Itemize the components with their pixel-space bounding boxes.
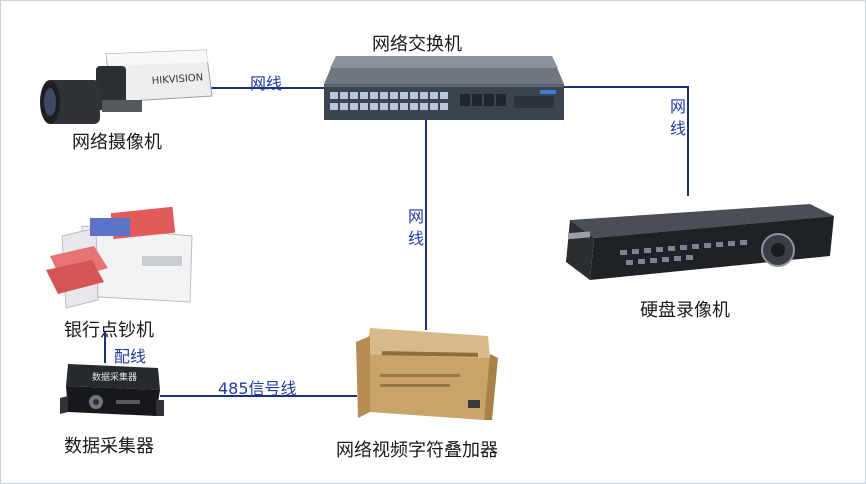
- dvr-label: 硬盘录像机: [640, 300, 730, 321]
- data-collector-image: 数据采集器: [60, 364, 164, 416]
- camera-label: 网络摄像机: [72, 132, 162, 153]
- camera-switch-wire-label: 网线: [250, 74, 283, 93]
- switch-overlay-wire-label: 网线: [405, 208, 424, 252]
- dvr-image: [566, 204, 834, 280]
- collector-label: 数据采集器: [64, 436, 154, 457]
- counter-collector-wire-label: 配线: [114, 347, 147, 366]
- collector-overlay-wire-label: 485信号线: [218, 379, 297, 398]
- network-switch-image: [324, 56, 564, 120]
- counter-label: 银行点钞机: [64, 320, 154, 341]
- overlay-label: 网络视频字符叠加器: [336, 440, 498, 461]
- switch-dvr-wire-label: 网线: [667, 98, 686, 142]
- video-overlay-image: [356, 328, 498, 420]
- switch-label: 网络交换机: [372, 34, 462, 55]
- wire-switch-dvr: [562, 86, 689, 196]
- bank-counter-image: [46, 206, 193, 309]
- network-camera-image: HIKVISION: [40, 49, 213, 124]
- camera-brand-text: HIKVISION: [151, 72, 203, 87]
- collector-title-text: 数据采集器: [92, 371, 137, 383]
